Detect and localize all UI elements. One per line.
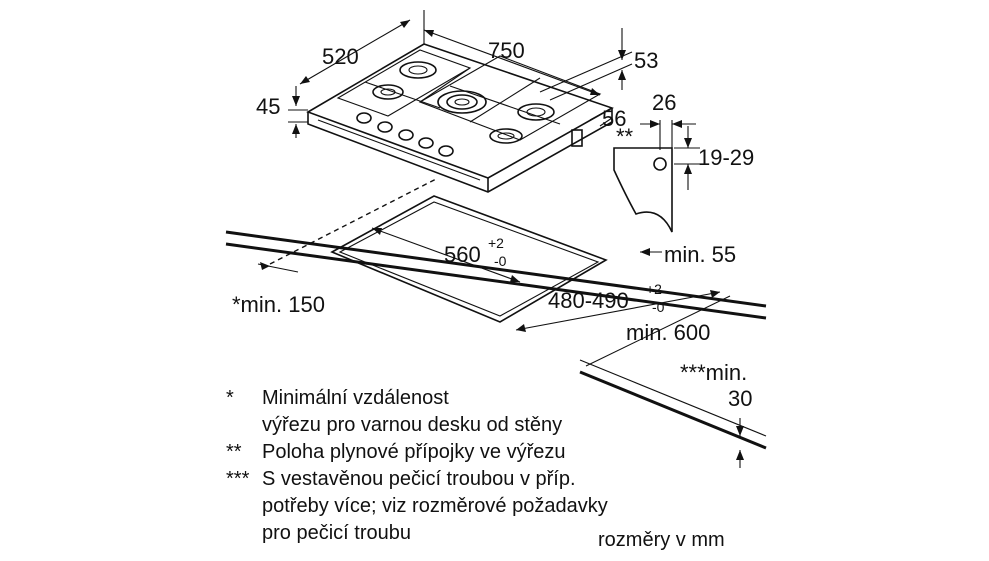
- hob-front-edge: [307, 108, 613, 193]
- label-gas-marker: **: [616, 124, 634, 149]
- note-3-line2: potřeby více; viz rozměrové požadavky: [262, 495, 608, 517]
- burner-4: [489, 128, 523, 144]
- knob-1: [356, 112, 372, 124]
- label-min-30-line1: ***min.: [680, 360, 747, 385]
- wall-reference-dashed: [269, 177, 439, 265]
- note-3-line3: pro pečicí troubu: [262, 522, 411, 544]
- label-side-offset: 56: [602, 106, 626, 131]
- hob-burners: [372, 61, 555, 144]
- hob-knobs: [356, 112, 454, 157]
- label-counter-range: 19-29: [698, 145, 754, 170]
- note-3-line1: S vestavěnou pečicí troubou v příp.: [262, 468, 576, 490]
- footnotes: * Minimální vzdálenost výřezu pro varnou…: [226, 387, 608, 544]
- knob-5: [438, 145, 454, 157]
- label-profile-thickness: 26: [652, 90, 676, 115]
- label-min-55: min. 55: [664, 242, 736, 267]
- label-cutout-depth-sub: -0: [652, 299, 665, 315]
- gas-point: [653, 157, 667, 171]
- label-width: 750: [488, 38, 525, 63]
- label-cutout-depth: 480-490: [548, 288, 629, 313]
- note-3-marker: ***: [226, 468, 250, 490]
- label-cutout-depth-sup: +2: [646, 281, 662, 297]
- label-cutout-width-sup: +2: [488, 235, 504, 251]
- label-cutout-width-sub: -0: [494, 253, 507, 269]
- label-height: 45: [256, 94, 280, 119]
- knob-2: [377, 121, 393, 133]
- label-cutout-width: 560: [444, 242, 481, 267]
- label-min-30-line2: 30: [728, 386, 752, 411]
- hob-dimension-lines: [288, 10, 633, 138]
- counter-profile: [613, 120, 700, 256]
- burner-3: [517, 103, 555, 121]
- burner-wok: [437, 90, 487, 114]
- burner-2: [372, 84, 404, 100]
- hob-drawing: [306, 43, 614, 193]
- note-2-line1: Poloha plynové přípojky ve výřezu: [262, 441, 566, 463]
- units-label: rozměry v mm: [598, 529, 725, 551]
- burner-1: [399, 61, 437, 79]
- label-min-150: *min. 150: [232, 292, 325, 317]
- knob-4: [418, 137, 434, 149]
- hob-cutout: [330, 195, 608, 323]
- note-1-line1: Minimální vzdálenost: [262, 387, 449, 409]
- label-min-600: min. 600: [626, 320, 710, 345]
- counter-wall-line: [579, 359, 767, 437]
- label-depth: 520: [322, 44, 359, 69]
- note-2-marker: **: [226, 441, 242, 463]
- profile-section: [613, 147, 673, 233]
- gas-connector: [571, 129, 583, 147]
- label-top-offset: 53: [634, 48, 658, 73]
- knob-3: [398, 129, 414, 141]
- note-1-line2: výřezu pro varnou desku od stěny: [262, 414, 562, 436]
- counter-top-edge: [225, 230, 767, 308]
- countertop-drawing: [225, 177, 767, 468]
- note-1-marker: *: [226, 387, 234, 409]
